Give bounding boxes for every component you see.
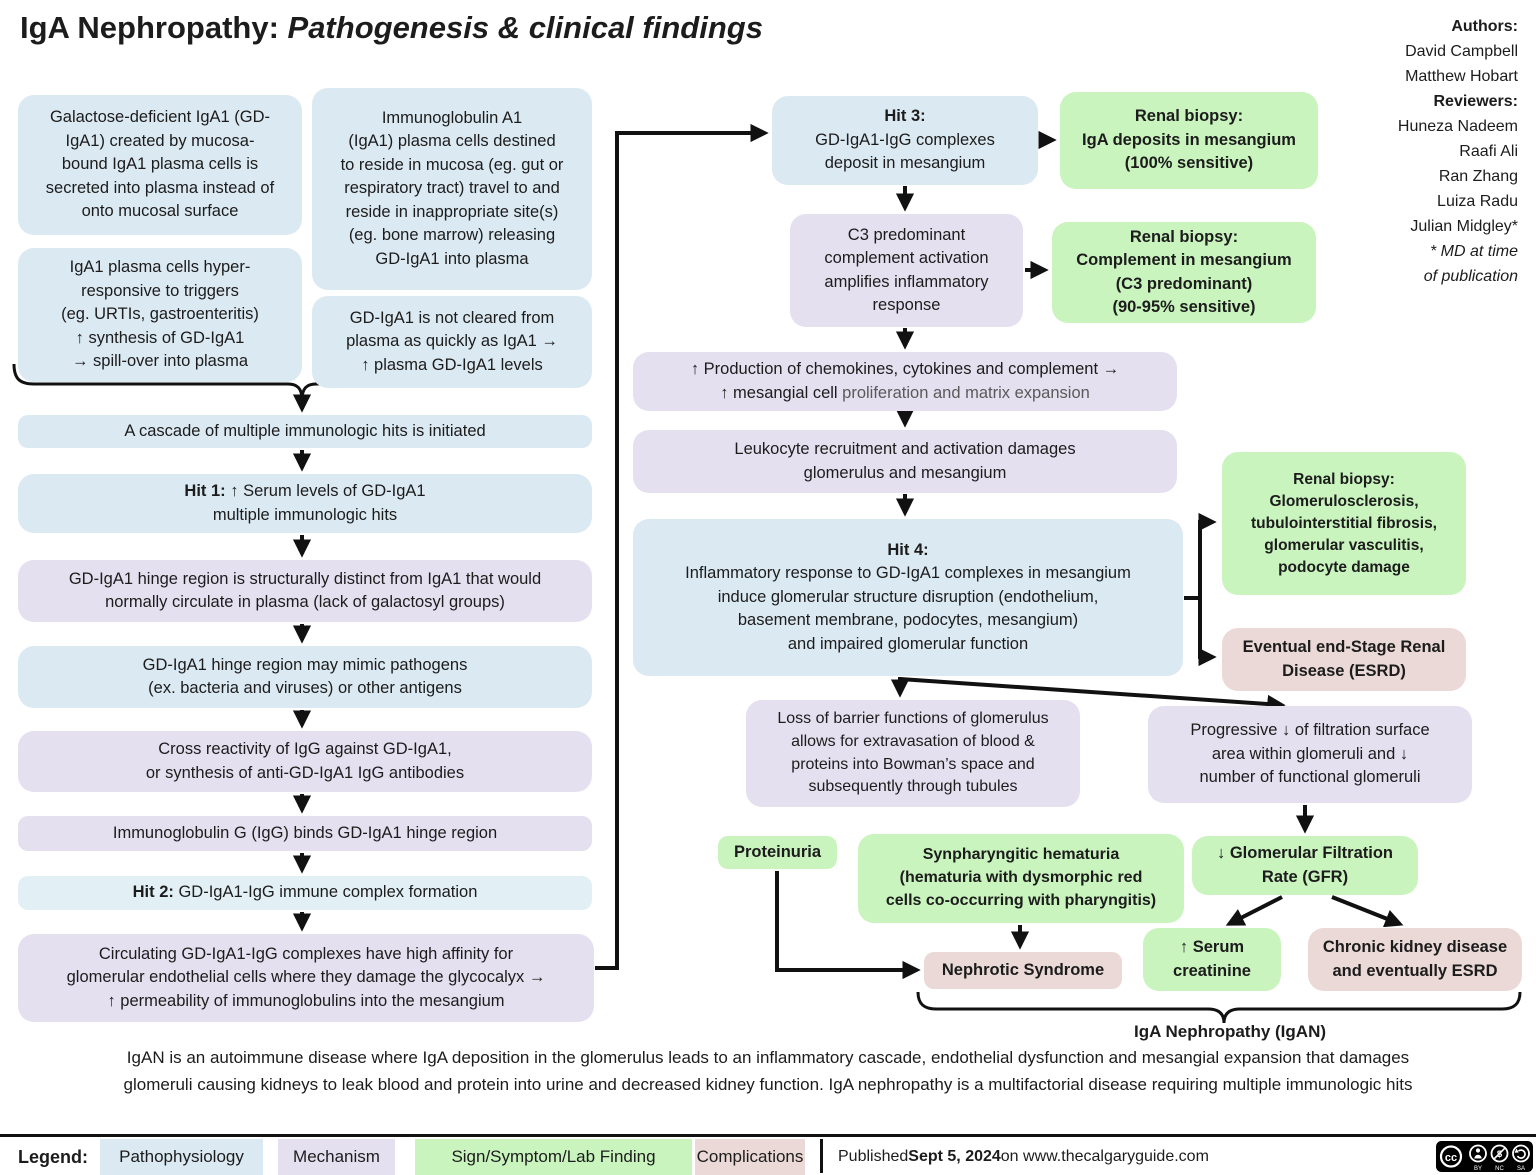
box-iga1-hyperresponsive: IgA1 plasma cells hyper-responsive to tr… [18,248,302,382]
reviewer-name: Julian Midgley* [1410,218,1518,235]
arrow-hit4-esrd [1198,598,1217,667]
box-renal-biopsy-iga-deposits: Renal biopsy:IgA deposits in mesangium(1… [1060,92,1318,189]
connector-circulating-to-hit3 [595,123,769,970]
box-hinge-region-distinct: GD-IgA1 hinge region is structurally dis… [18,560,592,622]
box-cascade-initiated: A cascade of multiple immunologic hits i… [18,415,592,448]
box-immunoglobulin-a1-plasma-cells: Immunoglobulin A1(IgA1) plasma cells des… [312,88,592,290]
box-hit1: Hit 1: ↑ Serum levels of GD-IgA1 multipl… [18,474,592,533]
box-leukocyte-recruitment: Leukocyte recruitment and activation dam… [633,430,1177,493]
igan-brace-label: IgA Nephropathy (IgAN) [1133,1022,1327,1041]
reviewer-name: Huneza Nadeem [1397,118,1518,135]
box-cross-reactivity: Cross reactivity of IgG against GD-IgA1,… [18,731,592,792]
page-title-subtitle: Pathogenesis & clinical findings [287,10,763,45]
author-name: David Campbell [1405,43,1518,60]
legend-item-sign-symptom: Sign/Symptom/Lab Finding [415,1139,692,1175]
cc-license-badge: cc BY $ NC SA [1436,1141,1533,1172]
footer-divider-line [0,1134,1536,1137]
author-name: Matthew Hobart [1405,68,1518,85]
reviewer-name: Raafi Ali [1459,143,1518,160]
legend-label: Legend: [18,1146,88,1167]
box-synpharyngitic-hematuria: Synpharyngitic hematuria(hematuria with … [858,834,1184,923]
legend-item-pathophysiology: Pathophysiology [100,1139,263,1175]
reviewer-name: Luiza Radu [1437,193,1518,210]
legend-item-complications: Complications [695,1139,805,1175]
box-igg-binds-hinge: Immunoglobulin G (IgG) binds GD-IgA1 hin… [18,816,592,851]
svg-text:NC: NC [1495,1166,1504,1172]
hit4-label: Hit 4: [887,540,929,559]
published-date: Sept 5, 2024 [908,1148,1001,1165]
brace-igan [916,991,1522,1024]
box-galactose-deficient-iga1: Galactose-deficient IgA1 (GD-IgA1) creat… [18,95,302,235]
published-line: Published Sept 5, 2024 on www.thecalgary… [838,1148,1209,1165]
cc-by-icon: BY [1469,1144,1487,1172]
box-hinge-mimics-pathogens: GD-IgA1 hinge region may mimic pathogens… [18,646,592,708]
svg-text:SA: SA [1517,1166,1525,1172]
box-renal-biopsy-glomerulosclerosis: Renal biopsy:Glomerulosclerosis,tubuloin… [1222,452,1466,595]
chemo-gray-text: proliferation and matrix expansion [842,383,1090,402]
box-renal-biopsy-complement: Renal biopsy:Complement in mesangium(C3 … [1052,222,1316,323]
arrow-gfr-creatinine [1225,895,1283,926]
box-circulating-complexes: Circulating GD-IgA1-IgG complexes have h… [18,934,594,1022]
box-hit2: Hit 2: GD-IgA1-IgG immune complex format… [18,876,592,910]
hit1-label: Hit 1: [184,482,226,501]
legend-footer-separator [820,1139,823,1173]
cc-nc-icon: $ NC [1490,1144,1509,1172]
arrow-hit4-renal-scl [1198,512,1217,598]
summary-paragraph: IgAN is an autoimmune disease where IgA … [123,1048,1413,1094]
svg-text:cc: cc [1445,1152,1457,1164]
hit2-label: Hit 2: [132,883,174,902]
box-nephrotic-syndrome: Nephrotic Syndrome [924,952,1122,989]
box-chemokine-production: ↑ Production of chemokines, cytokines an… [633,352,1177,411]
authors-label: Authors: [1451,18,1518,35]
reviewer-name: Ran Zhang [1438,168,1518,185]
page-title-main: IgA Nephropathy: [20,10,288,45]
box-proteinuria: Proteinuria [718,836,837,869]
reviewers-label: Reviewers: [1433,93,1519,110]
hit3-label: Hit 3: [884,107,926,126]
page-title: IgA Nephropathy: Pathogenesis & clinical… [20,10,763,46]
arrow-hit4-progressive [899,677,1286,714]
svg-text:BY: BY [1474,1166,1482,1172]
connector-proteinuria-nephrotic [775,871,921,980]
arrow-gfr-ckd [1331,895,1404,928]
svg-text:$: $ [1497,1149,1503,1160]
credits-block: Authors: David Campbell Matthew Hobart R… [1398,14,1518,289]
cc-icon: cc [1439,1145,1463,1168]
box-hit4: Hit 4: Inflammatory response to GD-IgA1 … [633,519,1183,676]
legend-item-mechanism: Mechanism [278,1139,395,1175]
cc-sa-icon: SA [1512,1144,1530,1172]
